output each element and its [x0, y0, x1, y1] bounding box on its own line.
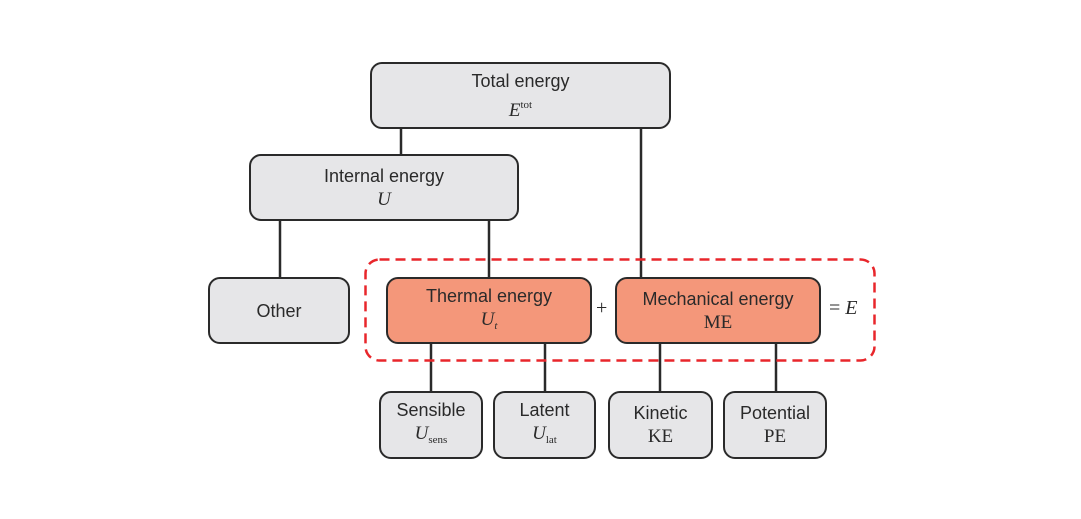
symbol-base: U: [377, 188, 391, 210]
node-other: Other: [208, 277, 350, 344]
symbol-superscript: tot: [520, 98, 533, 111]
node-label: Internal energy: [323, 165, 445, 186]
node-symbol: Usens: [415, 423, 448, 451]
node-label: Mechanical energy: [642, 288, 794, 309]
node-symbol: PE: [763, 426, 787, 447]
node-symbol: Ut: [481, 309, 498, 337]
node-thermal-energy: Thermal energy Ut: [386, 277, 592, 344]
equals-e-label: = E: [829, 297, 858, 320]
node-label: Other: [256, 300, 302, 321]
node-potential: Potential PE: [723, 391, 827, 459]
node-label: Thermal energy: [425, 285, 553, 306]
node-sensible: Sensible Usens: [379, 391, 483, 459]
node-kinetic: Kinetic KE: [608, 391, 713, 459]
node-latent: Latent Ulat: [493, 391, 596, 459]
node-mechanical-energy: Mechanical energy ME: [615, 277, 821, 344]
node-symbol: U: [377, 189, 391, 211]
node-symbol: KE: [647, 426, 674, 447]
node-total-energy: Total energy Etot: [370, 62, 671, 129]
symbol-subscript: lat: [545, 434, 557, 446]
node-symbol: ME: [703, 311, 733, 333]
node-symbol: Etot: [509, 94, 532, 122]
equals-symbol: E: [845, 297, 858, 319]
symbol-base: U: [480, 308, 495, 330]
node-label: Latent: [519, 400, 570, 420]
node-label: Total energy: [471, 70, 570, 91]
node-label: Sensible: [396, 400, 466, 420]
node-label: Kinetic: [633, 403, 688, 423]
energy-e-group-outline: [364, 258, 876, 362]
node-label: Potential: [739, 403, 811, 423]
plus-operator: +: [596, 297, 608, 319]
symbol-subscript: t: [494, 319, 498, 332]
symbol-subscript: sens: [428, 434, 448, 446]
symbol-base: E: [508, 99, 521, 121]
node-symbol: Ulat: [532, 423, 557, 451]
node-internal-energy: Internal energy U: [249, 154, 519, 221]
equals-sign: =: [829, 297, 841, 319]
symbol-base: U: [532, 423, 546, 444]
symbol-base: U: [414, 423, 429, 444]
